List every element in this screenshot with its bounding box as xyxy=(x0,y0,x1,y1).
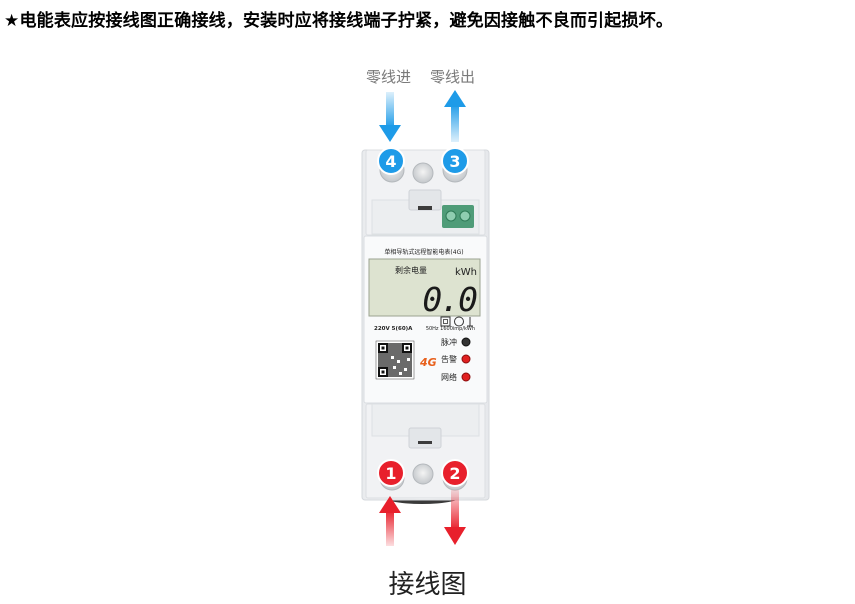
indicator-label-pulse: 脉冲 xyxy=(441,337,457,347)
arrow-neutral-out xyxy=(444,90,466,142)
meter-spec: 50Hz 1600imp/kWh xyxy=(426,326,475,332)
led-pulse xyxy=(461,337,471,347)
qr-code xyxy=(375,340,415,380)
arrow-line-in xyxy=(379,496,401,546)
indicator-label-alarm: 告警 xyxy=(441,354,457,364)
box-icon xyxy=(440,316,451,327)
neutral-in-label: 零线进 xyxy=(366,68,412,86)
terminal-number-3: 3 xyxy=(449,152,460,171)
meter-model: 单相导轨式远程智能电表(4G) xyxy=(384,248,463,256)
screw-bottom-center xyxy=(412,463,434,485)
headline: ★电能表应按接线图正确接线，安装时应将接线端子拧紧，避免因接触不良而引起损坏。 xyxy=(4,6,673,31)
meter-body xyxy=(361,149,490,501)
terminal-number-4: 4 xyxy=(385,152,396,171)
bottom-clip xyxy=(408,427,442,449)
diagram-caption: 接线图 xyxy=(388,570,467,600)
terminal-number-1: 1 xyxy=(385,464,396,483)
arrow-line-out xyxy=(444,490,466,545)
screw-top-center xyxy=(412,162,434,184)
remaining-label: 剩余电量 xyxy=(395,265,427,275)
lcd-unit: kWh xyxy=(455,267,477,278)
lcd-screen xyxy=(368,258,481,317)
star-icon: ★ xyxy=(4,11,20,31)
network-badge-4g: 4G xyxy=(419,356,437,369)
lcd-reading: 0.0 xyxy=(422,280,477,319)
led-alarm xyxy=(461,354,471,364)
led-network xyxy=(461,372,471,382)
headline-text: 电能表应按接线图正确接线，安装时应将接线端子拧紧，避免因接触不良而引起损坏。 xyxy=(19,11,674,31)
neutral-out-label: 零线出 xyxy=(430,68,476,86)
terminal-number-2: 2 xyxy=(449,464,460,483)
arrow-neutral-in xyxy=(379,92,401,142)
terminal-badge-3: 3 xyxy=(441,147,469,175)
indicator-label-network: 网络 xyxy=(441,372,457,382)
terminal-badge-4: 4 xyxy=(377,147,405,175)
terminal-badge-1: 1 xyxy=(377,459,405,487)
terminal-badge-2: 2 xyxy=(441,459,469,487)
meter-rating: 220V 5(60)A xyxy=(374,326,413,332)
meter-icon xyxy=(454,316,464,327)
